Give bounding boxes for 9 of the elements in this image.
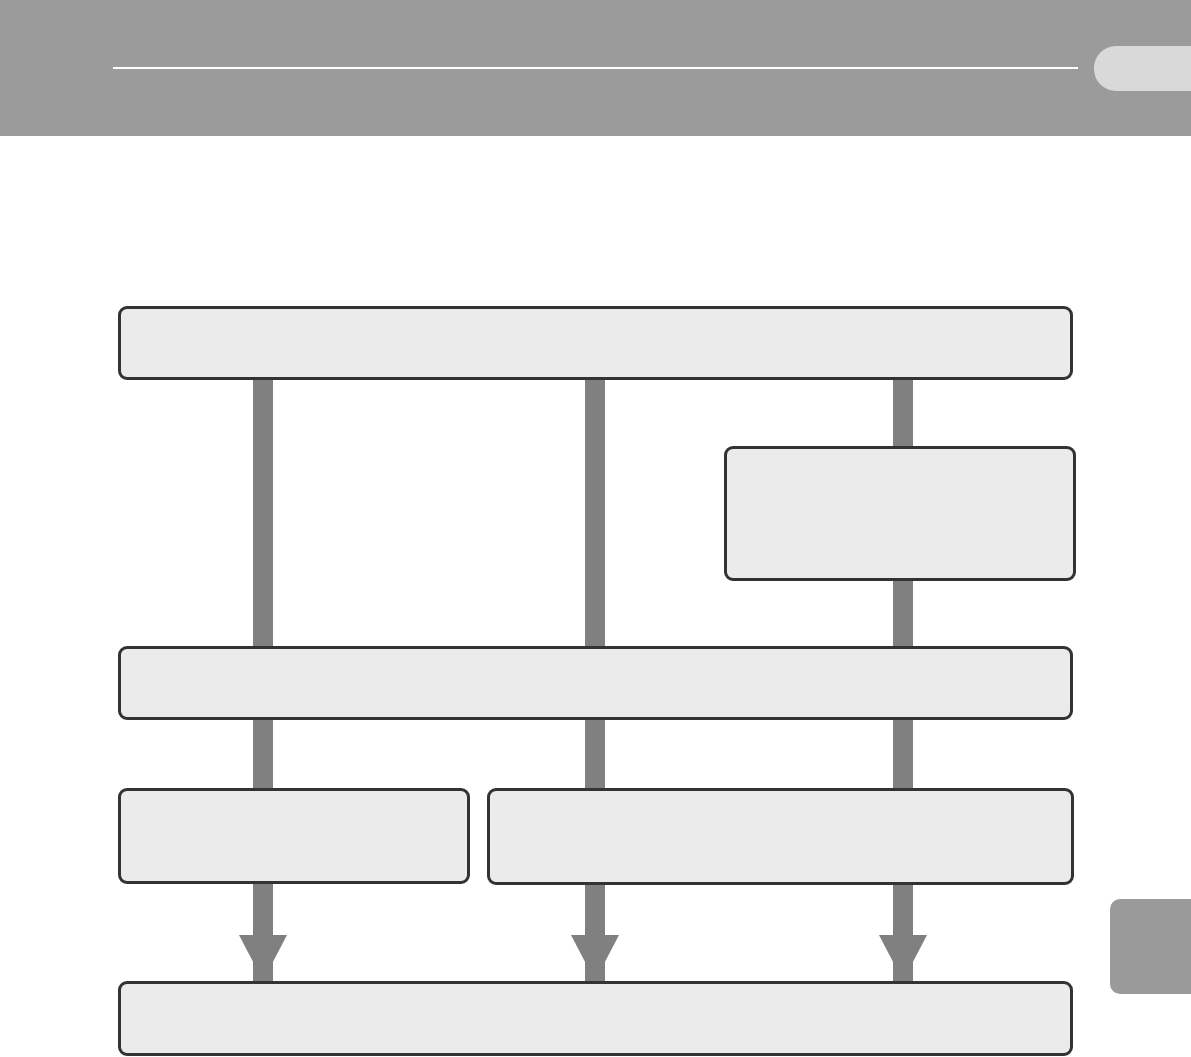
flow-box: [118, 306, 1073, 380]
arrow: [571, 885, 619, 981]
arrow: [879, 885, 927, 981]
flow-box: [118, 788, 470, 884]
arrow: [239, 884, 287, 981]
flow-box: [118, 981, 1073, 1056]
flow-box: [487, 788, 1074, 885]
flow-box: [118, 646, 1073, 720]
flow-box: [724, 446, 1076, 581]
